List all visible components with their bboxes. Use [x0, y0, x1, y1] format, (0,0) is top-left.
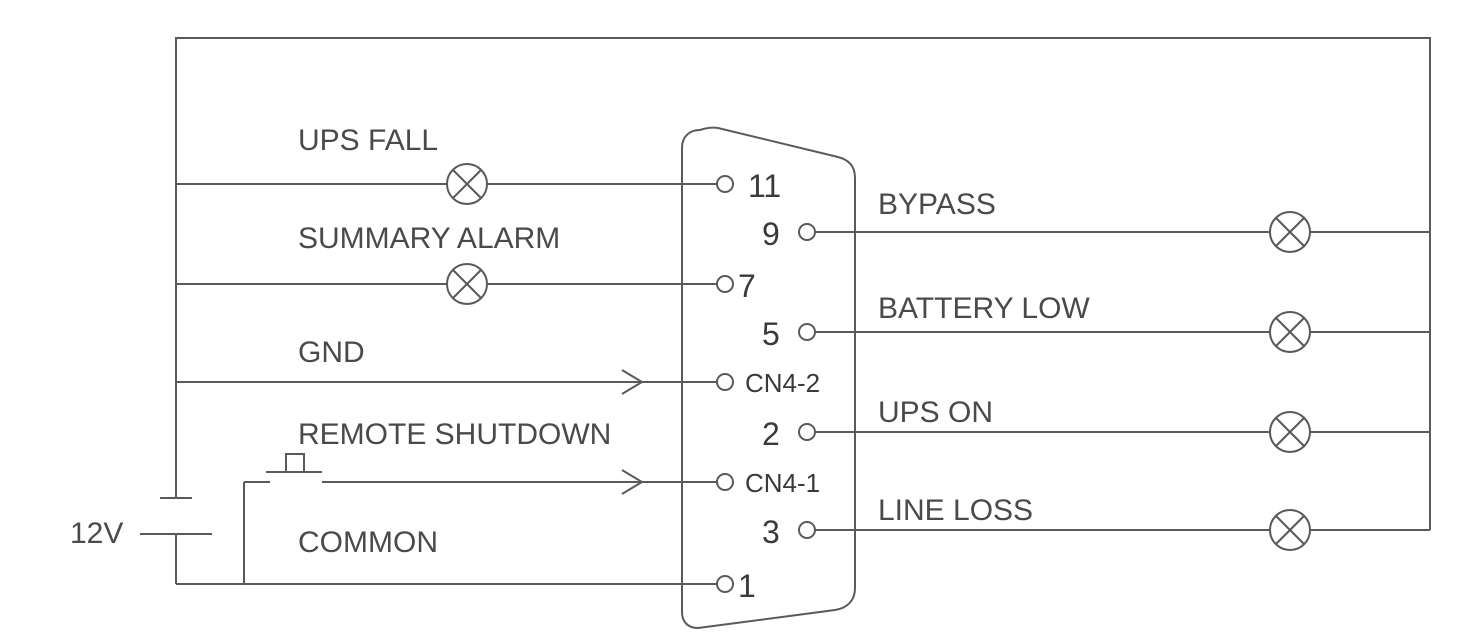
label-supply-voltage: 12V: [70, 517, 123, 550]
pin-3-terminal: [798, 521, 816, 539]
label-line-loss: LINE LOSS: [878, 494, 1033, 527]
push-switch-icon: [243, 453, 322, 584]
pin-label-7: 7: [738, 268, 756, 304]
label-ups-fall: UPS FALL: [298, 124, 438, 157]
pin-label-9: 9: [762, 216, 780, 252]
pin-11-terminal: [716, 175, 734, 193]
pin-label-11: 11: [748, 168, 781, 204]
pin-9-terminal: [798, 223, 816, 241]
pin-1-terminal: [716, 575, 734, 593]
bypass-lamp-icon: [1269, 211, 1311, 253]
battery-icon: [140, 497, 212, 535]
db-connector-outline: [681, 126, 856, 630]
pin-7-terminal: [716, 275, 734, 293]
pin-cn4-2-terminal: [716, 373, 734, 391]
gnd-arrow-icon: [621, 369, 644, 395]
ups-on-lamp-icon: [1269, 411, 1311, 453]
pin-label-2: 2: [762, 416, 780, 452]
line-loss-lamp-icon: [1269, 509, 1311, 551]
label-common: COMMON: [298, 526, 438, 559]
pin-cn4-1-terminal: [716, 473, 734, 491]
pin-2-terminal: [798, 423, 816, 441]
label-bypass: BYPASS: [878, 188, 996, 221]
pin-label-3: 3: [762, 514, 780, 550]
label-battery-low: BATTERY LOW: [878, 292, 1090, 325]
label-ups-on: UPS ON: [878, 396, 993, 429]
label-remote-shutdown: REMOTE SHUTDOWN: [298, 418, 611, 451]
ups-fall-lamp-icon: [446, 163, 488, 205]
pin-label-cn4-2: CN4-2: [745, 368, 820, 398]
remote-shutdown-arrow-icon: [621, 469, 644, 495]
pin-label-5: 5: [762, 316, 780, 352]
pin-label-1: 1: [738, 568, 756, 604]
label-summary-alarm: SUMMARY ALARM: [298, 222, 560, 255]
pin-5-terminal: [798, 323, 816, 341]
pin-label-cn4-1: CN4-1: [745, 468, 820, 498]
battery-low-lamp-icon: [1269, 311, 1311, 353]
label-gnd: GND: [298, 336, 365, 369]
summary-alarm-lamp-icon: [446, 263, 488, 305]
